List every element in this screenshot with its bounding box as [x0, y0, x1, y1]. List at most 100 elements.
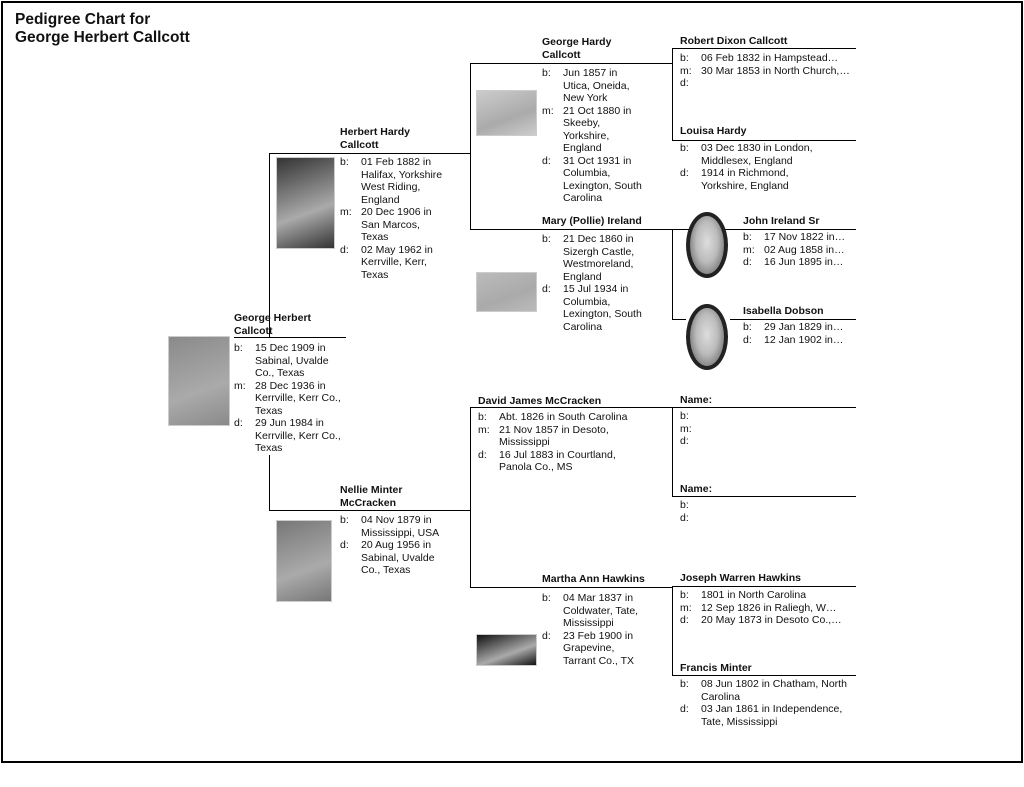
- fact-value: 15 Dec 1909 in Sabinal, Uvalde Co., Texa…: [255, 342, 329, 379]
- fact-label: d:: [680, 703, 689, 715]
- fact-value: 02 May 1962 in Kerrville, Kerr, Texas: [361, 243, 433, 281]
- person-name[interactable]: Name:: [680, 483, 712, 496]
- person-photo[interactable]: [168, 336, 230, 426]
- person-name[interactable]: Mary (Pollie) Ireland: [542, 215, 642, 228]
- fact-row: b:17 Nov 1822 in…: [743, 231, 856, 244]
- fact-value: 29 Jan 1829 in…: [764, 321, 844, 333]
- fact-label: b:: [743, 231, 752, 243]
- fact-row: b: 15 Dec 1909 in Sabinal, Uvalde Co., Te…: [234, 342, 346, 380]
- connector-line: [470, 407, 672, 408]
- person-facts: b:08 Jun 1802 in Chatham, North Carolina…: [680, 678, 856, 728]
- fact-value: 21 Oct 1880 in Skeeby, Yorkshire, Englan…: [563, 104, 632, 155]
- person-photo[interactable]: [476, 272, 537, 312]
- fact-label: d:: [234, 417, 243, 429]
- fact-label: m:: [680, 422, 692, 435]
- person-name-line: Callcott: [234, 324, 273, 337]
- person-name[interactable]: Name:: [680, 394, 712, 407]
- fact-value: Abt. 1826 in South Carolina: [499, 411, 628, 423]
- person-photo[interactable]: [276, 520, 332, 602]
- fact-value: [701, 410, 830, 423]
- person-facts: b:m:d:: [680, 410, 830, 448]
- fact-label: b:: [743, 321, 752, 333]
- person-name[interactable]: Martha Ann Hawkins: [542, 573, 645, 586]
- connector-line: [672, 48, 673, 140]
- fact-row: b: 29 Jan 1829 in…: [743, 321, 856, 334]
- fact-value: 06 Feb 1832 in Hampstead…: [701, 52, 839, 64]
- fact-value: 1914 in Richmond, Yorkshire, England: [701, 167, 789, 192]
- person-name-line: George Hardy: [542, 36, 612, 48]
- fact-row: m: 21 Oct 1880 in Skeeby, Yorkshire, Engl…: [542, 105, 642, 155]
- fact-row: m:21 Nov 1857 in Desoto, Mississippi: [478, 424, 628, 449]
- person-name[interactable]: Isabella Dobson: [743, 305, 824, 318]
- connector-line: [269, 455, 270, 510]
- fact-value: [701, 499, 830, 512]
- fact-label: b:: [234, 342, 243, 354]
- person-name[interactable]: David James McCracken: [478, 395, 601, 408]
- fact-value: 28 Dec 1936 in Kerrville, Kerr Co., Texa…: [255, 379, 341, 417]
- fact-row: d:: [680, 77, 856, 90]
- connector-line: [672, 140, 856, 141]
- person-facts: b:d:: [680, 499, 830, 524]
- connector-line: [672, 586, 673, 675]
- fact-label: m:: [542, 104, 554, 117]
- fact-label: d:: [542, 629, 551, 642]
- person-name[interactable]: Louisa Hardy: [680, 125, 747, 138]
- person-name-line: John Ireland Sr: [743, 215, 820, 227]
- fact-value: [701, 435, 830, 448]
- person-photo[interactable]: [476, 90, 537, 136]
- fact-value: 04 Nov 1879 in Mississippi, USA: [361, 514, 440, 539]
- person-name[interactable]: John Ireland Sr: [743, 215, 819, 228]
- fact-value: 30 Mar 1853 in North Church,…: [701, 64, 850, 77]
- fact-label: d:: [743, 333, 752, 346]
- person-name-line: Callcott: [542, 48, 581, 61]
- connector-line: [234, 337, 346, 338]
- fact-label: m:: [234, 379, 246, 392]
- fact-label: d:: [542, 154, 551, 167]
- fact-row: b:21 Dec 1860 in Sizergh Castle, Westmor…: [542, 233, 642, 283]
- person-name-line: Robert Dixon Callcott: [680, 35, 788, 47]
- fact-row: m:12 Sep 1826 in Raliegh, W…: [680, 602, 856, 615]
- connector-line: [672, 496, 856, 497]
- connector-line: [470, 587, 672, 588]
- fact-label: b:: [478, 411, 487, 423]
- fact-value: 16 Jul 1883 in Courtland, Panola Co., MS: [499, 448, 616, 474]
- fact-row: d: 1914 in Richmond, Yorkshire, England: [680, 167, 830, 192]
- connector-line: [269, 153, 270, 337]
- fact-row: d:: [680, 435, 830, 448]
- fact-value: 20 May 1873 in Desoto Co.,…: [701, 614, 842, 626]
- person-photo[interactable]: [476, 634, 537, 666]
- person-portrait-oval[interactable]: [686, 212, 728, 278]
- fact-value: [701, 423, 830, 436]
- fact-row: d:20 Aug 1956 in Sabinal, Uvalde Co., Te…: [340, 539, 450, 577]
- fact-row: m:20 Dec 1906 in San Marcos, Texas: [340, 206, 450, 244]
- connector-line: [672, 675, 856, 676]
- person-portrait-oval[interactable]: [686, 304, 728, 370]
- connector-line: [730, 319, 856, 320]
- fact-label: d:: [680, 167, 689, 179]
- fact-label: d:: [340, 243, 349, 256]
- fact-label: d:: [542, 283, 551, 295]
- person-name[interactable]: Joseph Warren Hawkins: [680, 572, 801, 585]
- fact-row: d:16 Jul 1883 in Courtland, Panola Co., …: [478, 449, 628, 474]
- fact-label: b:: [542, 592, 551, 604]
- fact-value: 03 Dec 1830 in London, Middlesex, Englan…: [701, 142, 813, 167]
- fact-row: b:06 Feb 1832 in Hampstead…: [680, 52, 856, 65]
- person-photo[interactable]: [276, 157, 335, 249]
- person-name-line: Name:: [680, 394, 713, 406]
- fact-label: d:: [680, 435, 689, 447]
- person-name-line: Herbert Hardy: [340, 126, 411, 138]
- fact-row: d:12 Jan 1902 in…: [743, 334, 856, 347]
- fact-row: b:08 Jun 1802 in Chatham, North Carolina: [680, 678, 856, 703]
- person-name-line: Joseph Warren Hawkins: [680, 572, 801, 584]
- person-name[interactable]: Francis Minter: [680, 662, 752, 675]
- person-name[interactable]: Robert Dixon Callcott: [680, 35, 787, 48]
- fact-label: d:: [340, 539, 349, 551]
- fact-label: d:: [680, 614, 689, 626]
